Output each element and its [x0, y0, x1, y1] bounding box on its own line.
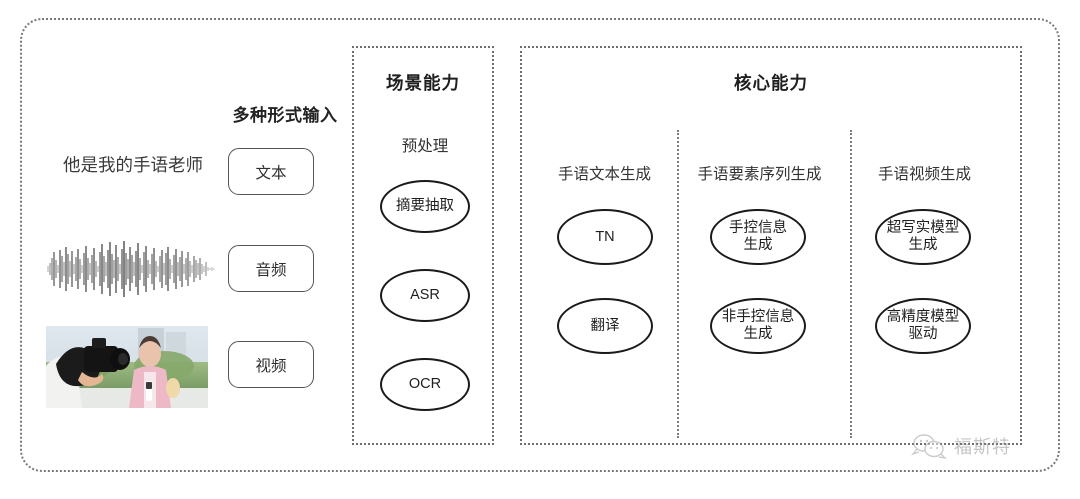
input-button-audio-label: 音频 [255, 261, 287, 279]
node-hyperrealistic-model-generation-label: 超写实模型生成 [886, 220, 960, 253]
node-asr[interactable]: ASR [380, 269, 470, 322]
node-tn-label: TN [595, 228, 615, 245]
node-ocr-label: OCR [408, 376, 442, 393]
core-column-divider-1 [677, 130, 679, 438]
node-hyperrealistic-model-generation[interactable]: 超写实模型生成 [875, 209, 971, 265]
core-column-sign-element-sequence-generation: 手语要素序列生成 手控信息生成 非手控信息生成 [682, 48, 837, 443]
watermark-text: 福斯特 [954, 437, 1011, 457]
video-thumbnail [46, 326, 208, 408]
node-translation-label: 翻译 [590, 317, 620, 334]
scene-capability-title: 场景能力 [386, 73, 460, 93]
node-ocr[interactable]: OCR [380, 358, 470, 411]
core-column-1-label: 手语文本生成 [557, 166, 651, 183]
input-section-title: 多种形式输入 [232, 106, 338, 125]
watermark: 福斯特 [910, 428, 1052, 464]
input-button-text[interactable]: 文本 [228, 148, 314, 195]
core-column-3-label: 手语视频生成 [877, 166, 971, 183]
outer-frame [20, 18, 1060, 472]
scene-column-preprocessing: 预处理 摘要抽取 ASR OCR [354, 48, 496, 443]
node-high-precision-model-driving-label: 高精度模型驱动 [886, 309, 960, 342]
core-capability-title: 核心能力 [734, 73, 808, 93]
node-non-manual-info-generation-label: 非手控信息生成 [721, 309, 795, 342]
core-column-sign-video-generation: 手语视频生成 超写实模型生成 高精度模型驱动 [847, 48, 1002, 443]
scene-column-label: 预处理 [401, 138, 449, 155]
input-button-text-label: 文本 [255, 164, 287, 182]
core-column-2-label: 手语要素序列生成 [697, 166, 822, 183]
node-translation[interactable]: 翻译 [557, 298, 653, 354]
node-non-manual-info-generation[interactable]: 非手控信息生成 [710, 298, 806, 354]
node-summary-extraction[interactable]: 摘要抽取 [380, 180, 470, 233]
node-asr-label: ASR [410, 287, 440, 304]
input-button-video-label: 视频 [255, 357, 287, 375]
node-summary-extraction-label: 摘要抽取 [396, 198, 454, 215]
audio-waveform [44, 238, 216, 300]
core-column-sign-text-generation: 手语文本生成 TN 翻译 [527, 48, 682, 443]
node-manual-info-generation-label: 手控信息生成 [729, 220, 787, 253]
node-tn[interactable]: TN [557, 209, 653, 265]
scene-capability-panel: 场景能力 预处理 摘要抽取 ASR OCR [352, 46, 494, 445]
wechat-bubbles-icon [910, 432, 948, 460]
core-capability-panel: 核心能力 手语文本生成 TN 翻译 手语要素序列生成 手控信息生成 非手控信息生… [520, 46, 1022, 445]
node-high-precision-model-driving[interactable]: 高精度模型驱动 [875, 298, 971, 354]
core-column-divider-2 [850, 130, 852, 438]
sample-text-input: 他是我的手语老师 [63, 155, 203, 175]
input-button-video[interactable]: 视频 [228, 341, 314, 388]
input-button-audio[interactable]: 音频 [228, 245, 314, 292]
input-section: 多种形式输入 他是我的手语老师 [30, 95, 337, 425]
node-manual-info-generation[interactable]: 手控信息生成 [710, 209, 806, 265]
